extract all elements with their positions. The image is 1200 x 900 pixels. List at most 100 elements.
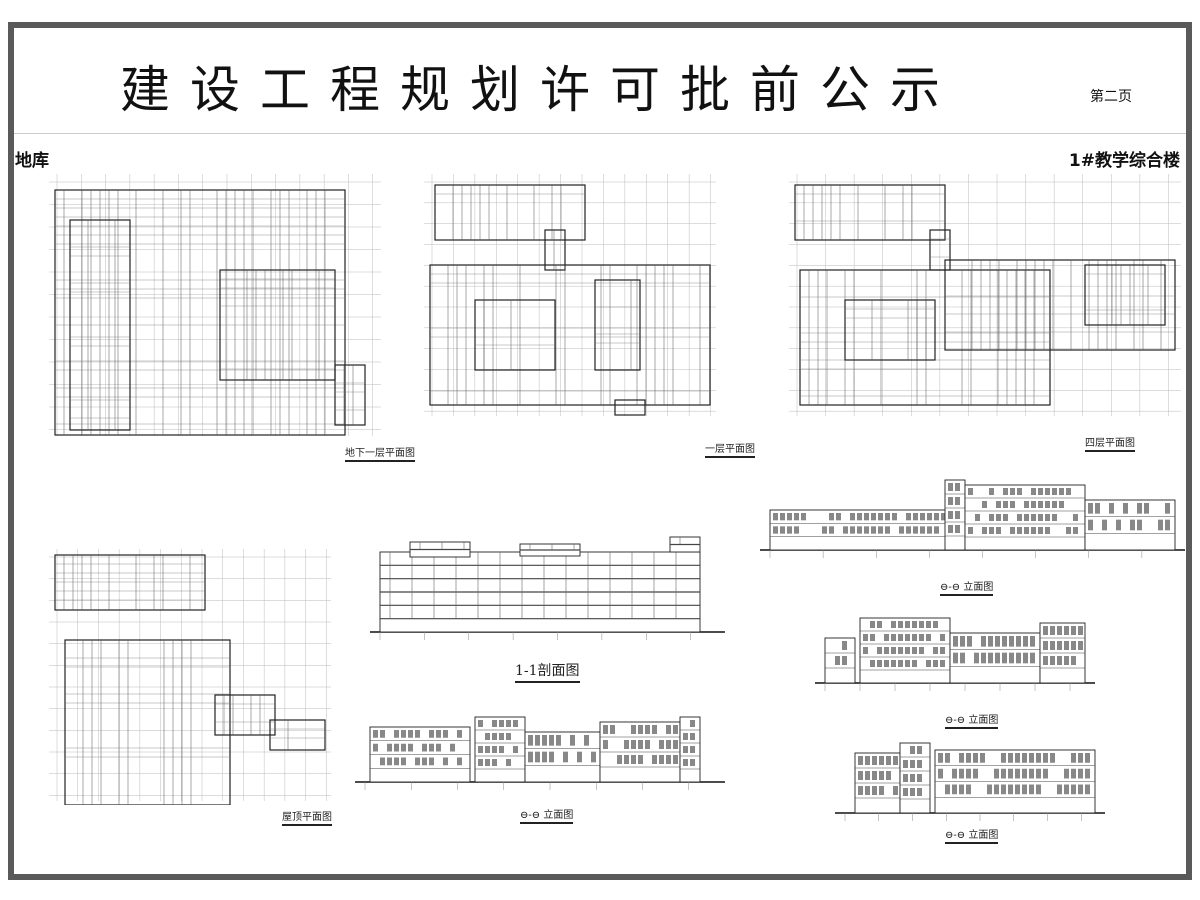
window	[1045, 527, 1050, 534]
window	[690, 733, 695, 740]
window	[485, 733, 490, 740]
window	[905, 621, 910, 628]
window	[1045, 514, 1050, 521]
window	[610, 725, 615, 734]
window	[659, 740, 664, 749]
window	[1015, 784, 1020, 795]
window	[995, 652, 1000, 664]
window	[938, 753, 943, 763]
window	[1029, 768, 1034, 779]
window	[982, 527, 987, 534]
elevation-b-label: ⊖-⊖ 立面图	[940, 578, 994, 596]
window	[638, 755, 643, 764]
window	[513, 720, 518, 727]
window	[870, 621, 875, 628]
window	[528, 751, 533, 763]
window	[891, 634, 896, 641]
window	[1071, 626, 1076, 635]
page-number: 第二页	[1090, 89, 1132, 105]
window	[1043, 656, 1048, 665]
window	[996, 527, 1001, 534]
window	[1066, 527, 1071, 534]
elevation-c-drawing	[815, 617, 1095, 691]
window	[617, 755, 622, 764]
elevation-d-drawing	[835, 742, 1105, 821]
window	[933, 621, 938, 628]
window	[577, 751, 582, 763]
window	[1073, 527, 1078, 534]
window	[863, 634, 868, 641]
window	[1071, 656, 1076, 665]
window	[899, 526, 904, 534]
window	[780, 526, 785, 534]
window	[884, 647, 889, 654]
window	[898, 621, 903, 628]
window	[513, 746, 518, 753]
roof-plan-label: 屋顶平面图	[282, 808, 332, 826]
window	[1057, 656, 1062, 665]
window	[982, 501, 987, 508]
wall-outline	[64, 639, 231, 805]
window	[981, 652, 986, 664]
window	[1038, 488, 1043, 495]
window	[535, 751, 540, 763]
window	[1144, 503, 1149, 514]
window	[773, 526, 778, 534]
window	[1010, 501, 1015, 508]
window	[1085, 753, 1090, 763]
window	[1002, 636, 1007, 647]
window	[408, 743, 413, 752]
window	[988, 652, 993, 664]
window	[492, 746, 497, 753]
window	[690, 746, 695, 753]
window	[843, 526, 848, 534]
window	[953, 636, 958, 647]
window	[995, 636, 1000, 647]
window	[1088, 519, 1093, 531]
window	[996, 501, 1001, 508]
window	[953, 652, 958, 664]
window	[380, 730, 385, 738]
wall-outline	[794, 184, 946, 241]
window	[1008, 768, 1013, 779]
window	[787, 513, 792, 521]
window	[415, 757, 420, 766]
window	[865, 771, 870, 780]
window	[1023, 652, 1028, 664]
window	[910, 774, 915, 782]
window	[842, 656, 847, 665]
window	[975, 514, 980, 521]
window	[945, 784, 950, 795]
section-heading-building: 1#教学综合楼	[1068, 151, 1180, 171]
window	[542, 751, 547, 763]
window	[920, 526, 925, 534]
window	[917, 760, 922, 768]
window	[1078, 626, 1083, 635]
window	[822, 526, 827, 534]
window	[1038, 501, 1043, 508]
wall-outline	[844, 299, 936, 361]
window	[690, 759, 695, 766]
window	[1015, 768, 1020, 779]
window	[917, 746, 922, 754]
window	[872, 756, 877, 765]
window	[926, 634, 931, 641]
window	[955, 497, 960, 505]
window	[1071, 768, 1076, 779]
window	[1001, 753, 1006, 763]
window	[1029, 753, 1034, 763]
window	[989, 527, 994, 534]
window	[1017, 488, 1022, 495]
window	[1064, 626, 1069, 635]
window	[1029, 784, 1034, 795]
window	[422, 757, 427, 766]
window	[1022, 753, 1027, 763]
first-floor-plan-label: 一层平面图	[705, 440, 755, 458]
window	[893, 786, 898, 795]
window	[959, 784, 964, 795]
window	[945, 753, 950, 763]
window	[1001, 784, 1006, 795]
window	[1043, 641, 1048, 650]
window	[492, 759, 497, 766]
window	[499, 746, 504, 753]
